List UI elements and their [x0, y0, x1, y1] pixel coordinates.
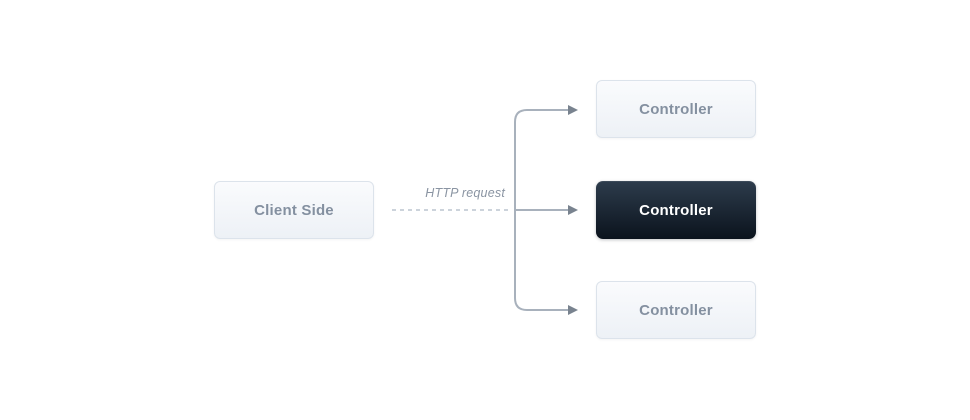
client-side-node: Client Side [214, 181, 374, 239]
client-side-label: Client Side [254, 201, 334, 219]
http-request-label: HTTP request [425, 186, 505, 200]
controller-node-middle: Controller [596, 181, 756, 239]
controller-node-bottom: Controller [596, 281, 756, 339]
arrowhead-middle-icon [568, 205, 578, 215]
controller-bottom-label: Controller [639, 301, 713, 319]
controller-node-top: Controller [596, 80, 756, 138]
controller-top-label: Controller [639, 100, 713, 118]
controller-middle-label: Controller [639, 201, 713, 219]
branch-line [514, 109, 568, 311]
arrowhead-top-icon [568, 105, 578, 115]
arrowhead-bottom-icon [568, 305, 578, 315]
